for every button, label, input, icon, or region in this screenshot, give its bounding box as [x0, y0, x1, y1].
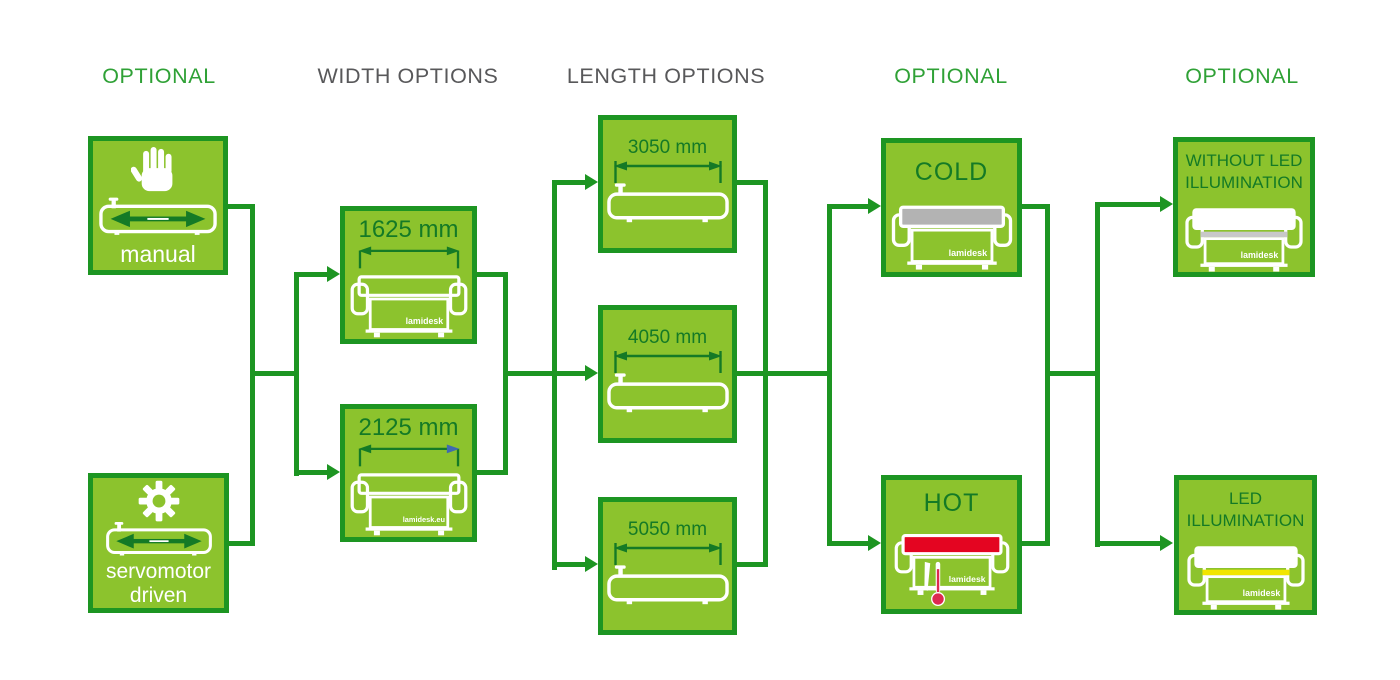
width-value-label: 2125 mm — [358, 414, 459, 441]
connector-arrowhead — [585, 556, 598, 572]
drive-machine-icon — [105, 522, 212, 556]
length-dimension-arrow-icon — [613, 543, 722, 565]
column-header-length: LENGTH OPTIONS — [566, 64, 766, 88]
connector-line — [299, 470, 327, 475]
connector-line — [557, 562, 585, 567]
laminator-front-cold-icon: lamidesk — [891, 205, 1012, 270]
lamidesk-logo: lamidesk — [1242, 588, 1280, 598]
lamidesk-logo: lamidesk — [1241, 250, 1279, 260]
connector-line — [827, 204, 832, 546]
illumination-option-label: WITHOUT LED ILLUMINATION — [1185, 151, 1303, 192]
thermometer-icon — [923, 561, 945, 607]
hand-icon — [131, 147, 173, 192]
connector-line — [299, 272, 327, 277]
option-box-width-2125: 2125 mm lamidesk.eu — [340, 404, 477, 542]
connector-line — [228, 204, 255, 209]
column-header-drive: OPTIONAL — [102, 64, 216, 88]
connector-arrowhead — [585, 365, 598, 381]
connector-arrowhead — [1160, 196, 1173, 212]
option-box-without-led: WITHOUT LED ILLUMINATION lamidesk — [1173, 137, 1315, 277]
connector-line — [552, 180, 557, 570]
connector-line — [250, 204, 255, 546]
lamidesk-logo: lamidesk.eu — [402, 515, 445, 524]
drive-option-label: servomotor driven — [105, 560, 212, 607]
connector-arrowhead — [327, 464, 340, 480]
laminator-front-icon: lamidesk — [350, 275, 467, 338]
length-dimension-arrow-icon — [613, 161, 722, 183]
laminator-front-led-off-icon: lamidesk — [1185, 208, 1303, 272]
length-value-label: 5050 mm — [627, 519, 708, 540]
connector-arrowhead — [1160, 535, 1173, 551]
connector-line — [1095, 202, 1100, 547]
connector-line — [557, 371, 585, 376]
option-box-length-5050: 5050 mm — [598, 497, 737, 635]
width-dimension-arrow-icon — [358, 246, 459, 269]
connector-line — [1045, 204, 1050, 546]
connector-line — [294, 272, 299, 476]
connector-line — [832, 204, 868, 209]
length-value-label: 4050 mm — [627, 327, 708, 348]
option-box-length-4050: 4050 mm — [598, 305, 737, 443]
laminator-front-led-on-icon: lamidesk — [1186, 546, 1305, 610]
connector-line — [832, 541, 868, 546]
lamidesk-logo: lamidesk — [948, 574, 985, 584]
temperature-option-label: HOT — [923, 489, 980, 517]
column-header-width: WIDTH OPTIONS — [317, 64, 499, 88]
connector-line — [737, 562, 763, 567]
length-dimension-arrow-icon — [613, 351, 722, 373]
laminator-side-icon — [606, 183, 729, 223]
length-value-label: 3050 mm — [627, 137, 708, 158]
connector-line — [1022, 541, 1045, 546]
connector-line — [255, 371, 294, 376]
connector-arrowhead — [585, 174, 598, 190]
gear-icon — [138, 480, 179, 522]
connector-line — [228, 541, 255, 546]
option-box-length-3050: 3050 mm — [598, 115, 737, 253]
connector-line — [763, 180, 768, 567]
option-box-cold: COLD lamidesk — [881, 138, 1022, 277]
option-box-manual: manual — [88, 136, 228, 275]
connector-line — [737, 371, 827, 376]
connector-arrowhead — [868, 535, 881, 551]
illumination-option-label: LED ILLUMINATION — [1186, 489, 1305, 530]
connector-line — [503, 272, 508, 475]
connector-arrowhead — [327, 266, 340, 282]
lamidesk-logo: lamidesk — [405, 316, 443, 326]
laminator-front-hot-icon: lamidesk — [894, 534, 1009, 607]
temperature-option-label: COLD — [914, 158, 989, 186]
laminator-front-icon: lamidesk.eu — [350, 473, 467, 536]
connector-line — [557, 180, 585, 185]
connector-line — [1022, 204, 1045, 209]
connector-line — [1100, 541, 1160, 546]
option-box-servomotor: servomotor driven — [88, 473, 229, 613]
option-box-led: LED ILLUMINATION lamidesk — [1174, 475, 1317, 615]
connector-arrowhead — [868, 198, 881, 214]
connector-line — [1050, 371, 1095, 376]
drive-option-label: manual — [120, 241, 196, 267]
connector-line — [737, 180, 763, 185]
connector-line — [1100, 202, 1160, 207]
column-header-illumination: OPTIONAL — [1185, 64, 1299, 88]
width-dimension-arrow-icon — [358, 444, 459, 467]
lamidesk-logo: lamidesk — [948, 248, 988, 258]
laminator-side-icon — [606, 373, 729, 413]
drive-machine-icon — [99, 197, 217, 235]
column-header-temperature: OPTIONAL — [894, 64, 1008, 88]
connector-line — [508, 371, 552, 376]
option-box-width-1625: 1625 mm lamidesk — [340, 206, 477, 344]
laminator-side-icon — [606, 565, 729, 605]
connector-line — [477, 272, 503, 277]
width-value-label: 1625 mm — [358, 216, 459, 243]
connector-line — [477, 470, 503, 475]
option-box-hot: HOT lamidesk — [881, 475, 1022, 614]
